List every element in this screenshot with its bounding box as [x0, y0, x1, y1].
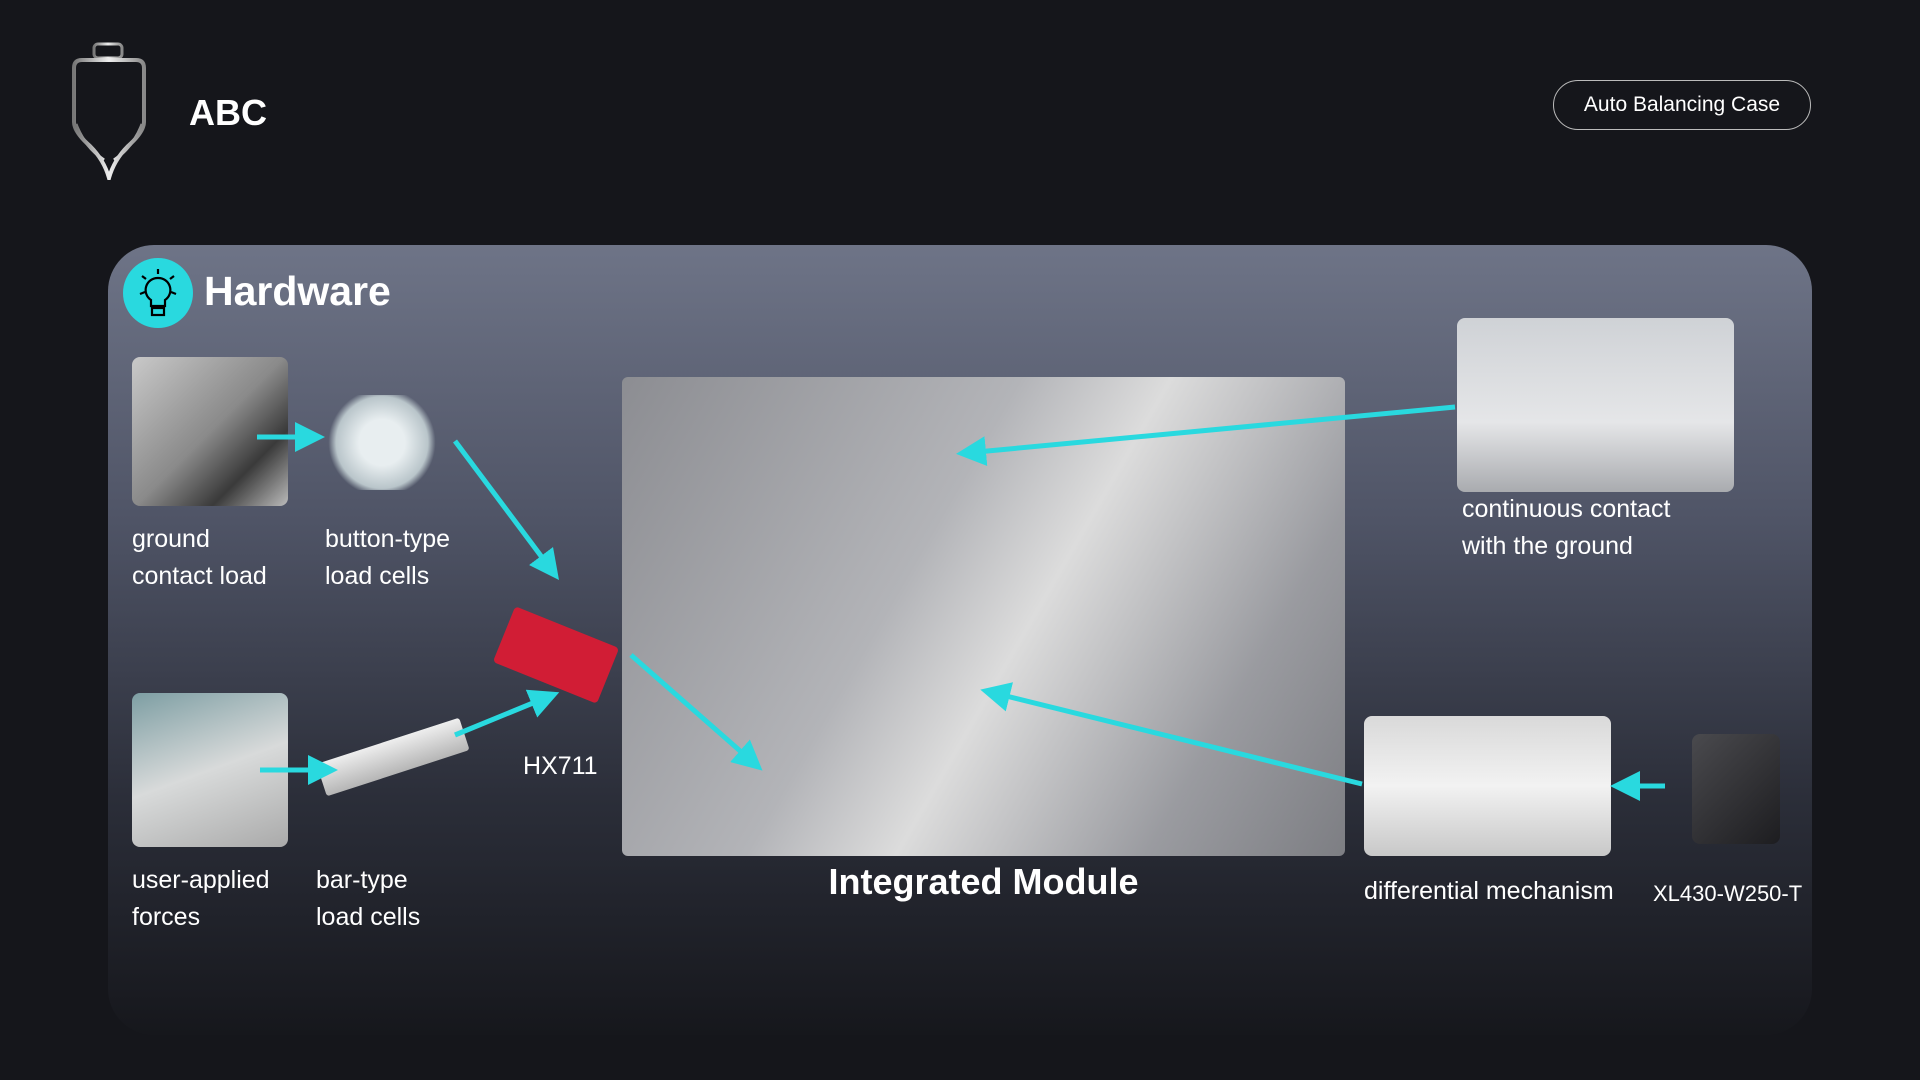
- servo-photo: [1692, 734, 1780, 844]
- differential-label: differential mechanism: [1364, 877, 1614, 905]
- arrow: [629, 653, 763, 771]
- hx711-label: HX711: [523, 752, 598, 780]
- section-title: Hardware: [204, 268, 391, 314]
- arrow: [956, 404, 1456, 467]
- button-load-cell-photo: [322, 395, 442, 490]
- arrow: [980, 682, 1363, 787]
- arrow: [454, 689, 560, 738]
- servo-label: XL430-W250-T: [1653, 881, 1803, 906]
- brand-name: ABC: [189, 92, 267, 133]
- differential-mechanism-photo: [1364, 716, 1611, 856]
- lightbulb-icon: [123, 258, 193, 328]
- logo-icon: [72, 42, 146, 180]
- auto-balancing-case-button[interactable]: Auto Balancing Case: [1553, 80, 1811, 130]
- integrated-module-label: Integrated Module: [828, 861, 1139, 902]
- arrow: [452, 439, 559, 581]
- continuous-contact-photo: [1457, 318, 1734, 492]
- ground-contact-photo: [132, 357, 288, 506]
